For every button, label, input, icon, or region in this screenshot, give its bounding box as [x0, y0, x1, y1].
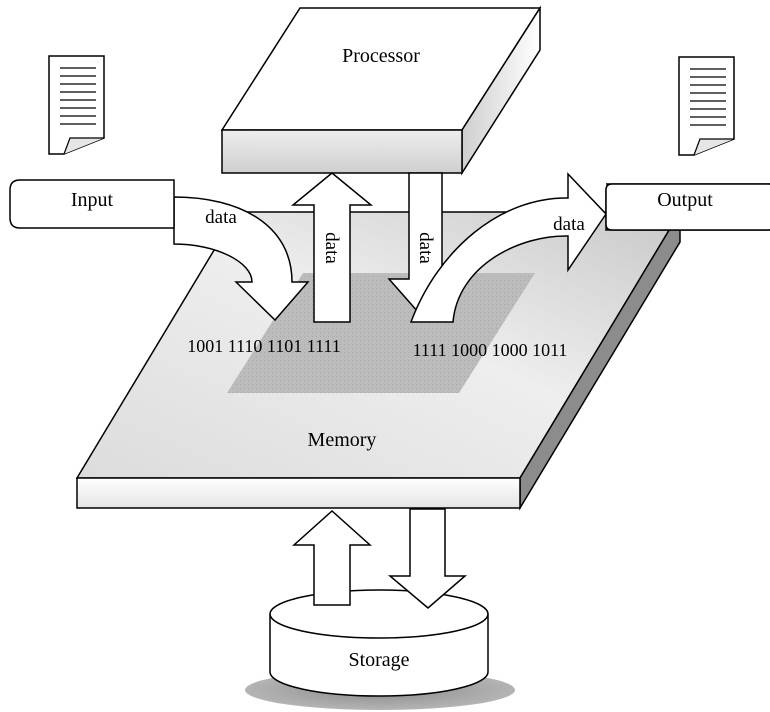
- memory-data-region: [227, 273, 535, 393]
- memory-right-bits: 1111 1000 1000 1011: [413, 340, 568, 360]
- output-data-label: data: [553, 214, 585, 235]
- memory-label: Memory: [308, 429, 377, 451]
- storage-cylinder: [269, 589, 489, 697]
- memory-left-bits: 1001 1110 1101 1111: [187, 336, 341, 356]
- memory-front-face: [76, 477, 521, 509]
- processor-left-data-label: data: [321, 232, 342, 264]
- output-label: Output: [657, 189, 713, 211]
- storage-to-memory-arrow: [292, 509, 372, 606]
- input-data-label: data: [205, 207, 237, 228]
- output-box-outline: [605, 183, 770, 231]
- memory-slab: [75, 209, 682, 511]
- output-curved-arrow: [409, 172, 607, 323]
- input-label: Input: [71, 189, 114, 211]
- output-box-fill: [606, 184, 769, 230]
- memory-to-processor-arrow: [290, 172, 374, 323]
- input-box: [9, 179, 175, 229]
- storage-label: Storage: [348, 649, 409, 671]
- processor-front-face: [221, 129, 463, 174]
- processor-box: [220, 5, 542, 176]
- processor-right-data-label: data: [415, 232, 436, 264]
- input-curved-arrow: [173, 196, 310, 322]
- input-document-icon: [48, 55, 105, 155]
- processor-label: Processor: [342, 45, 420, 67]
- memory-to-storage-arrow: [387, 508, 468, 609]
- output-document-icon: [678, 56, 735, 156]
